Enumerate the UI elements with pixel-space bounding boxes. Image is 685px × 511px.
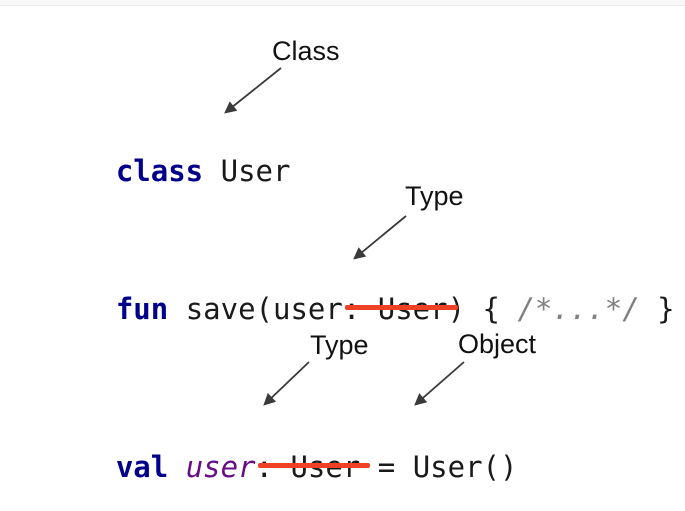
class-name-text: User — [203, 154, 291, 188]
type-param-arrow — [353, 215, 407, 260]
struck-param-type: : User — [342, 292, 448, 326]
type-val-arrow — [263, 361, 310, 406]
val-space — [168, 450, 185, 484]
object-arrow — [414, 361, 465, 406]
code-line-fun: fun save(user: User) { /*...*/ } — [46, 266, 675, 353]
keyword-fun: fun — [115, 292, 169, 326]
object-label: Object — [458, 329, 537, 359]
variable-name-text: user — [185, 450, 256, 484]
class-arrow — [224, 67, 282, 114]
fun-close-brace-text: } — [639, 292, 675, 326]
fun-close-paren-text: ) { — [447, 292, 518, 326]
keyword-class: class — [115, 154, 204, 188]
struck-val-type: : User — [255, 450, 361, 484]
code-line-val: val user: User = User() — [46, 424, 518, 511]
type-param-label: Type — [405, 181, 464, 211]
top-border-strip — [0, 0, 685, 6]
type-val-label: Type — [310, 330, 369, 360]
keyword-val: val — [115, 450, 169, 484]
code-line-class: class User — [46, 128, 291, 215]
block-comment-text: /*...*/ — [517, 292, 640, 326]
constructor-call-text: = User() — [360, 450, 518, 484]
class-label: Class — [272, 36, 340, 66]
fun-signature-text: save(user — [168, 292, 343, 326]
